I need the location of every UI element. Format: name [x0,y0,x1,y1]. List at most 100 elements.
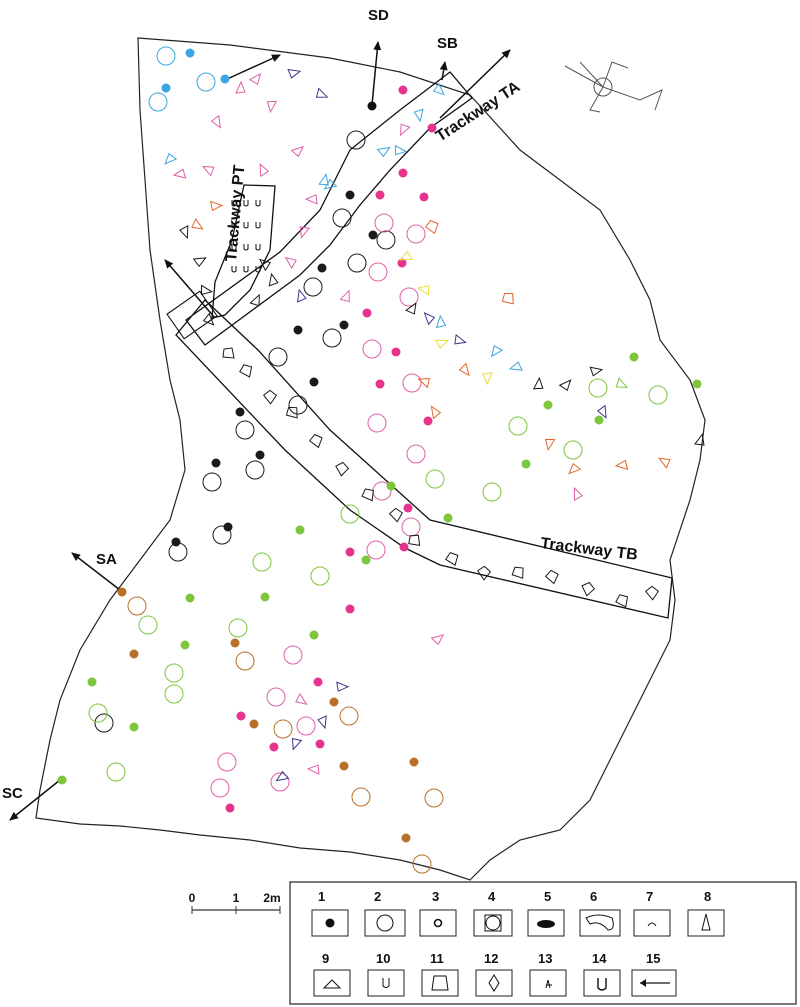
filled-circle-feature [255,450,265,460]
footprint-triangle-feature [405,302,417,315]
footprint-triangle-feature [317,715,327,730]
filled-circle-feature [129,649,139,659]
open-circle-feature [245,460,265,480]
legend-num-1: 1 [318,889,325,904]
footprint-triangle-feature [568,462,582,475]
footprint-triangle-feature [200,284,214,296]
footprint-triangle-feature [430,634,445,646]
open-circle-feature [406,444,426,464]
open-circle-feature [508,416,528,436]
open-circle-feature [376,230,396,250]
open-circle-feature [303,277,323,297]
filled-circle-feature [368,230,378,240]
filled-circle-feature [345,547,355,557]
footprint-triangle-feature [299,226,311,239]
filled-circle-feature [398,168,408,178]
filled-circle-feature [230,638,240,648]
trackway-junction-box [166,290,218,340]
footprint-triangle-feature [202,312,215,326]
open-circle-feature [401,517,421,537]
filled-circle-feature [362,308,372,318]
filled-circle-feature [543,400,553,410]
footprint-triangle-feature [179,225,189,240]
footprint-trapezoid-feature [501,292,514,305]
filled-circle-feature [129,722,139,732]
filled-circle-feature [223,522,233,532]
open-circle-feature [347,253,367,273]
footprint-trapezoid-feature [445,552,459,566]
trackway-pt-print [231,222,237,229]
legend-num-7: 7 [646,889,653,904]
footprint-triangle-feature [589,366,604,377]
open-circle-feature [399,287,419,307]
footprint-triangle-feature [435,314,447,329]
filled-circle-feature [235,407,245,417]
filled-circle-feature [391,347,401,357]
sc-label: SC [2,785,23,802]
open-circle-feature [588,378,608,398]
footprint-trapezoid-feature [511,566,524,579]
filled-circle-feature [161,83,171,93]
footprint-trapezoid-feature [222,347,235,359]
footprint-trapezoid-feature [408,534,421,547]
open-circle-feature [310,566,330,586]
open-circle-feature [362,339,382,359]
open-circle-feature [367,413,387,433]
footprint-triangle-feature [399,250,414,261]
open-circle-feature [94,713,114,733]
footprint-triangle-feature [532,376,544,390]
filled-circle-feature [185,593,195,603]
filled-circle-feature [220,74,230,84]
open-circle-feature [88,703,108,723]
legend-flat-triangle-icon [322,979,342,989]
footprint-triangle-feature [336,681,350,692]
filled-circle-feature [375,379,385,389]
filled-circle-feature [443,513,453,523]
footprint-triangle-feature [339,289,350,303]
filled-circle-feature [375,190,385,200]
legend-num-6: 6 [590,889,597,904]
legend-num-5: 5 [544,889,551,904]
filled-circle-feature [398,85,408,95]
legend-num-15: 15 [646,951,660,966]
legend-arrow-icon [640,979,670,987]
legend-num-4: 4 [488,889,496,904]
open-circle-feature [351,787,371,807]
scale-bar: 0 1 2m [189,891,281,914]
footprint-triangle-feature [192,257,207,268]
footprint-triangle-feature [508,361,523,371]
filled-circle-feature [339,761,349,771]
footprint-triangle-feature [423,312,436,326]
filled-circle-feature [345,604,355,614]
footprint-trapezoid-feature [644,585,660,601]
footprint-triangle-feature [413,108,424,123]
filled-circle-feature [185,48,195,58]
open-circle-feature [374,213,394,233]
footprint-triangle-feature [482,372,493,386]
arrow-nw [164,259,216,319]
legend-num-9: 9 [322,951,329,966]
filled-circle-feature [403,503,413,513]
open-circle-feature [168,542,188,562]
footprint-triangle-feature [558,379,572,392]
trackway-pt-print [243,222,249,229]
footprint-triangle-feature [295,692,308,705]
open-circle-feature [164,663,184,683]
trackway-pt-print [255,222,261,229]
footprint-triangle-feature [210,114,221,129]
filled-circle-feature [423,416,433,426]
footprint-triangle-feature [417,378,431,389]
trackway-pt-print [243,266,249,273]
scale-label-2m: 2m [263,891,280,905]
footprint-triangle-feature [284,256,297,270]
open-circle-feature [424,788,444,808]
filled-circle-feature [345,190,355,200]
footprint-triangle-feature [201,165,215,177]
open-circle-feature [648,385,668,405]
scale-label-1: 1 [233,891,240,905]
filled-circle-feature [211,458,221,468]
legend-triangle-icon [701,913,711,931]
filled-circle-feature [236,711,246,721]
scale-label-0: 0 [189,891,196,905]
filled-circle-feature [309,377,319,387]
